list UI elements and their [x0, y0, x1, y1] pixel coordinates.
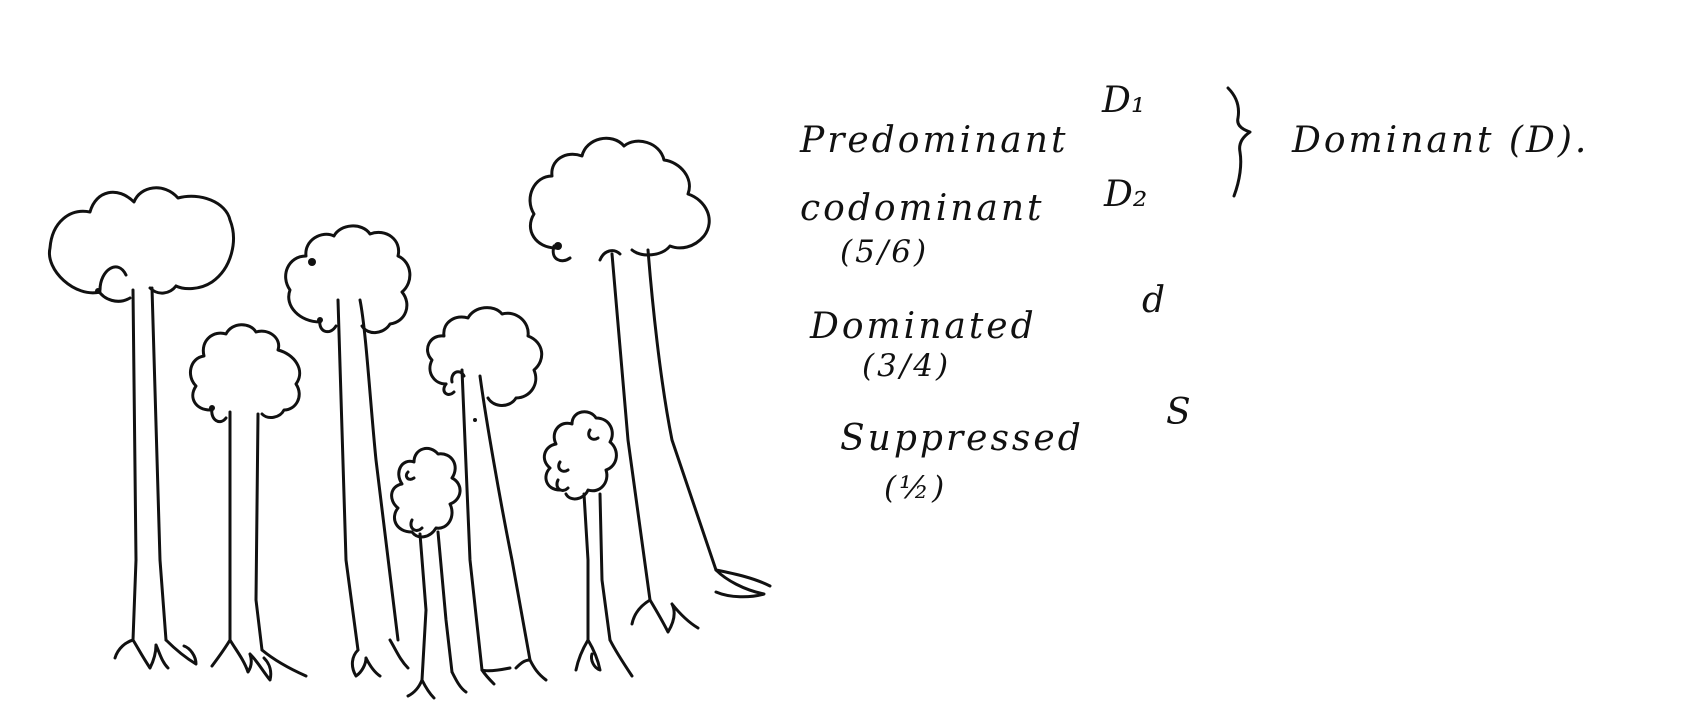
tree-1-crown: [48, 186, 235, 295]
tree-7: [528, 136, 772, 634]
tree-2-crown: [188, 323, 302, 419]
suppressed-label: Suppressed: [840, 418, 1084, 459]
codominant-label: codominant: [800, 188, 1045, 229]
tree-6-crown: [542, 410, 618, 501]
predominant-symbol: D₁: [1101, 80, 1145, 121]
codominant-fraction: (5/6): [840, 234, 929, 270]
tree-6: [542, 410, 634, 678]
tree-5-crown: [426, 306, 544, 407]
tree-3-crown: [284, 224, 412, 334]
tree-1-trunk: [131, 286, 168, 642]
tree-1-roots: [113, 638, 198, 670]
dominated-symbol: d: [1142, 280, 1165, 321]
tree-2-roots: [210, 638, 308, 682]
tree-2: [188, 323, 308, 682]
tree-3-trunk: [336, 298, 400, 652]
tree-5-trunk: [460, 368, 532, 672]
tree-5-roots: [480, 658, 548, 686]
tree-3-roots: [350, 638, 410, 678]
class-labels: Predominant D₁ codominant (5/6) D₂ Domin…: [799, 80, 1589, 506]
tree-1-knot: [95, 288, 101, 294]
dominated-fraction: (3/4): [862, 348, 951, 384]
tree-7-roots: [630, 568, 772, 634]
tree-6-roots: [574, 638, 634, 678]
tree-5: [426, 306, 548, 686]
tree-2-trunk: [228, 410, 264, 652]
tree-4-crown: [390, 446, 462, 539]
grouping-brace: [1226, 86, 1252, 198]
tree-4-roots: [406, 670, 468, 700]
tree-1: [48, 186, 235, 670]
tree-4: [390, 446, 468, 700]
codominant-symbol: D₂: [1103, 174, 1147, 215]
dominant-group-label: Dominant (D).: [1291, 120, 1589, 161]
tree-6-trunk: [582, 492, 612, 642]
predominant-label: Predominant: [799, 120, 1068, 161]
tree-7-trunk: [610, 248, 718, 602]
tree-3: [284, 224, 412, 678]
tree-4-trunk: [418, 530, 454, 682]
tree-illustration-group: [48, 136, 772, 700]
dominated-label: Dominated: [809, 306, 1037, 347]
suppressed-fraction: (½): [884, 470, 947, 506]
suppressed-symbol: S: [1166, 392, 1191, 433]
tree-7-crown: [528, 136, 711, 257]
